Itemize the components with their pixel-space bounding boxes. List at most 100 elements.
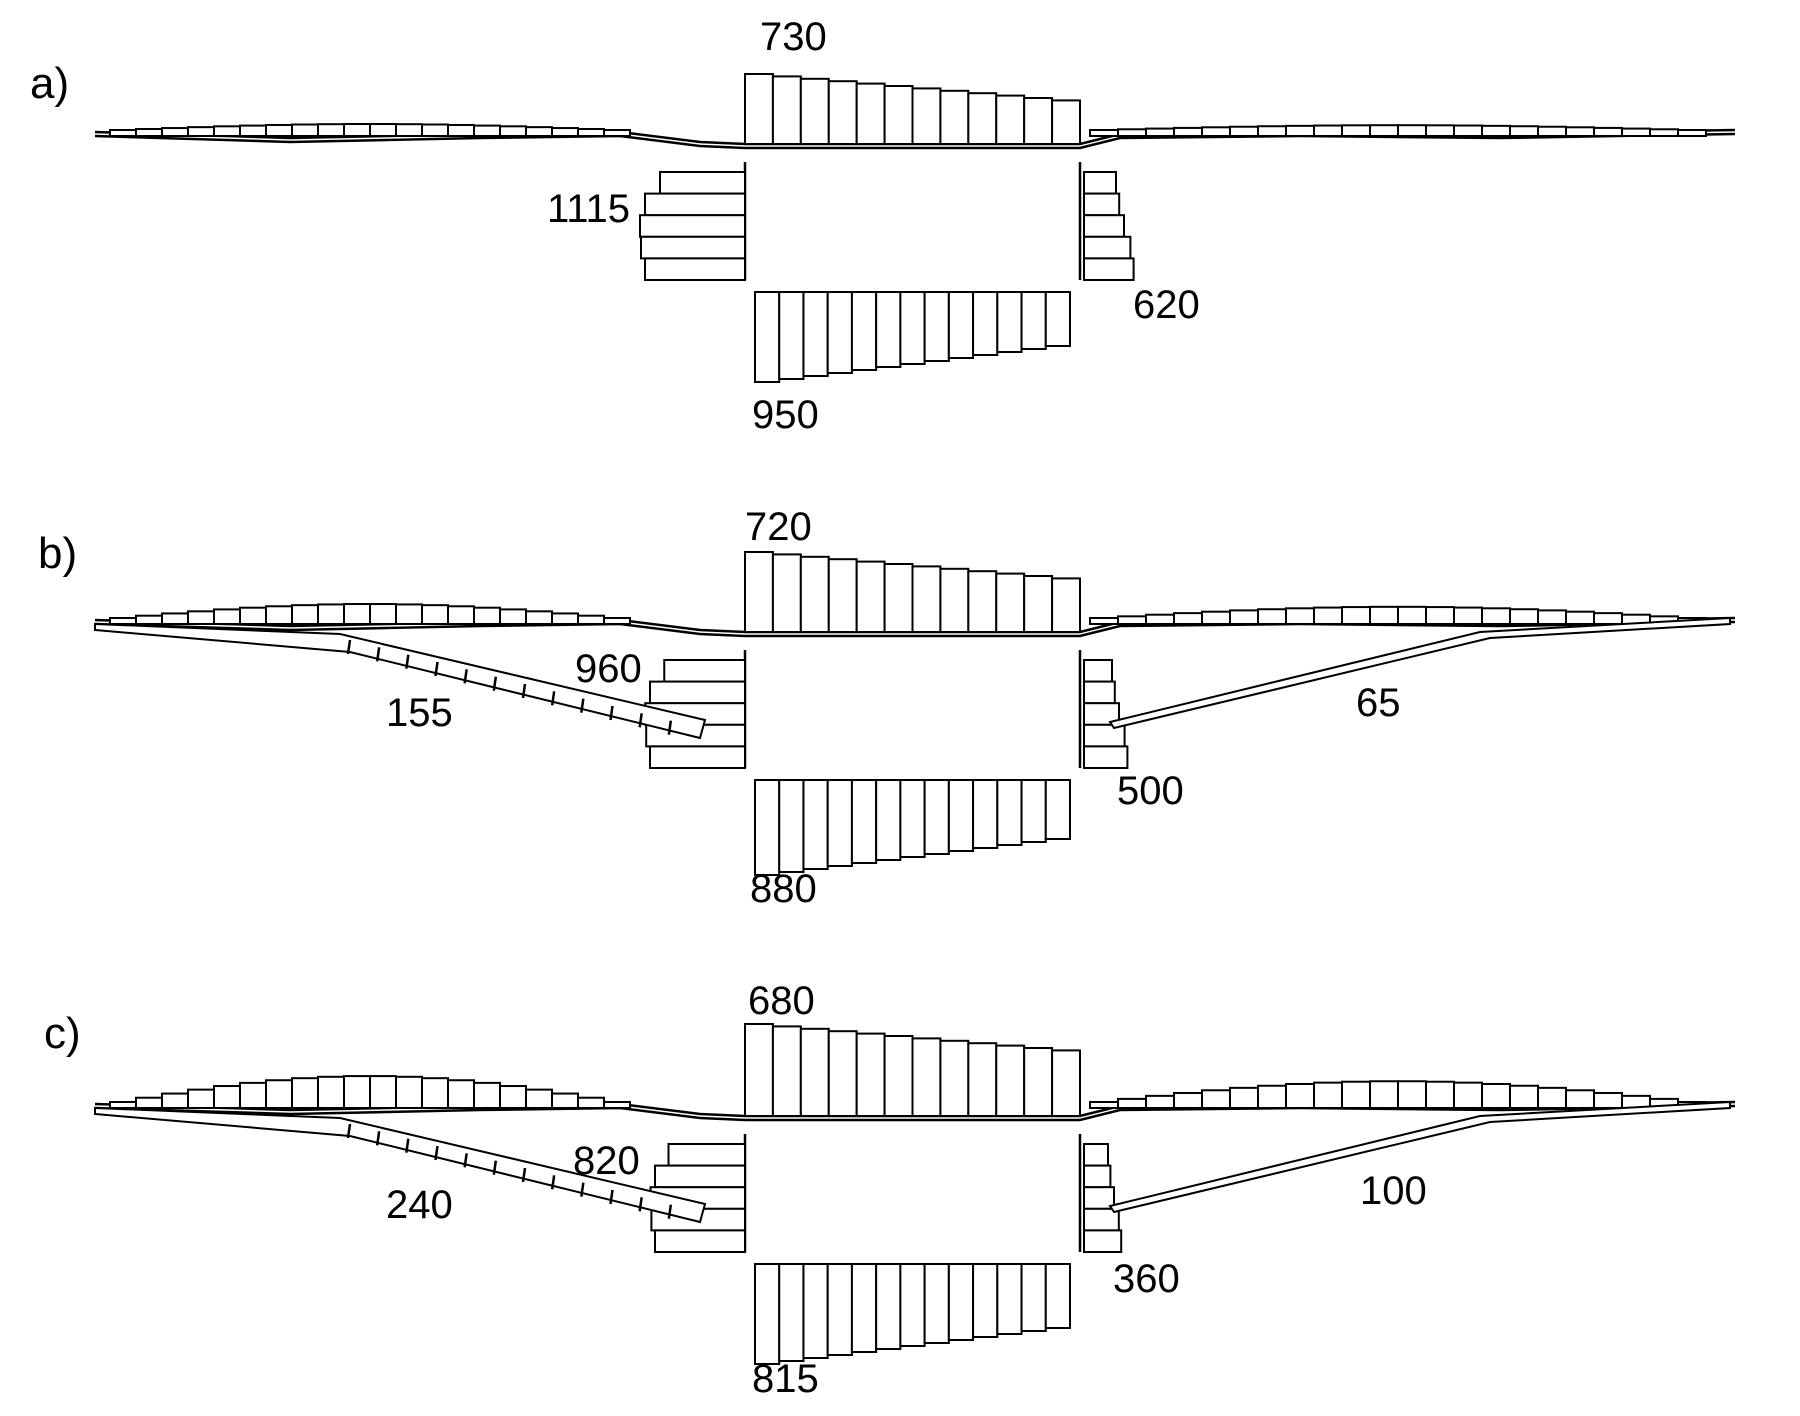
slab-top-bar: [827, 80, 858, 145]
value-wall-right: 620: [1133, 283, 1200, 327]
slab-top-bar: [1051, 99, 1082, 145]
profile-bar: [109, 129, 137, 137]
profile-bar: [369, 123, 397, 137]
strut-left-tick: [492, 1160, 498, 1175]
profile-bar: [1537, 1086, 1567, 1110]
profile-bar: [421, 1077, 449, 1110]
profile-bar: [109, 617, 137, 625]
profile-bar: [187, 1088, 215, 1109]
profile-bar: [603, 129, 631, 137]
slab-top-bar: [744, 73, 774, 145]
slab-bottom-bar: [754, 291, 781, 383]
slab-top-bar: [883, 85, 914, 145]
profile-bar: [1397, 605, 1427, 625]
strut-left-tick: [580, 1182, 585, 1197]
strut-left-tick: [667, 1204, 673, 1219]
profile-bar: [1089, 1101, 1119, 1109]
profile-bar: [239, 124, 267, 137]
slab-bottom-bar: [1044, 291, 1072, 347]
profile-bar: [265, 605, 293, 625]
profile-bar: [1593, 1091, 1623, 1110]
strut-left-tick: [375, 1131, 381, 1146]
wall-left-bar: [654, 1229, 746, 1254]
slab-top-bar: [827, 558, 858, 634]
slab-bottom-diagram: [754, 291, 1072, 383]
profile-bar: [1537, 125, 1567, 137]
profile-bar: [603, 1101, 631, 1109]
slab-top-bar: [939, 89, 970, 146]
strut-left-tick: [667, 720, 673, 735]
strut-left-tick: [638, 1197, 643, 1212]
strut-left-diagram: [94, 622, 707, 740]
slab-top-bar: [744, 1023, 774, 1117]
slab-top-bar: [1051, 1049, 1082, 1118]
profile-bar: [1201, 610, 1231, 625]
profile-bar: [265, 123, 293, 137]
slab-bottom-bar: [875, 779, 902, 861]
panel-c: c) 680 820 360 815 240 100: [44, 979, 1736, 1401]
profile-bar: [1369, 1080, 1399, 1110]
profile-bar: [1481, 1082, 1511, 1110]
profile-bar: [1397, 124, 1427, 138]
profile-bar: [447, 605, 475, 625]
profile-bar: [525, 126, 553, 138]
profile-bar: [1173, 1091, 1203, 1110]
profile-bar: [369, 603, 397, 625]
profile-bar: [1257, 608, 1287, 625]
strut-left-tick: [346, 639, 352, 655]
slab-top-bar: [1023, 97, 1054, 145]
profile-bar: [161, 127, 189, 138]
strut-left-tick: [521, 683, 527, 699]
slab-top-bar: [911, 87, 942, 145]
slab-top-bar: [995, 572, 1026, 633]
profile-bar: [265, 1079, 293, 1109]
wall-right-bar: [1083, 1229, 1123, 1254]
profile-bar: [1677, 129, 1707, 137]
value-wall-left: 820: [573, 1139, 640, 1183]
strut-left-tick: [580, 698, 585, 713]
value-wall-left: 960: [575, 647, 642, 691]
strut-left-tick: [463, 1153, 468, 1168]
profile-bar: [1145, 1094, 1175, 1110]
profile-bar: [1201, 1089, 1231, 1110]
profile-bar: [1509, 1084, 1539, 1110]
slab-top-bar: [967, 92, 998, 145]
profile-bar: [187, 610, 215, 625]
profile-bar: [1341, 124, 1371, 137]
slab-top-bar: [883, 1035, 914, 1117]
slab-top-bar: [771, 75, 802, 145]
strut-left-tick: [375, 647, 381, 662]
slab-bottom-bar: [996, 779, 1023, 846]
slab-top-bar: [855, 82, 886, 145]
slab-bottom-bar: [1020, 291, 1047, 350]
slab-top-bar: [771, 1025, 802, 1118]
slab-bottom-bar: [754, 1263, 781, 1365]
profile-bar: [577, 614, 605, 626]
profile-bar: [161, 1092, 189, 1110]
slab-top-diagram: [744, 551, 1082, 634]
slab-bottom-bar: [899, 1263, 926, 1347]
strut-left-tick: [521, 1167, 527, 1183]
slab-bottom-bar: [778, 291, 805, 380]
profile-bar: [291, 1077, 319, 1110]
slab-top-bar: [1023, 1047, 1054, 1117]
slab-top-bar: [799, 77, 830, 145]
profile-bar: [1509, 608, 1539, 625]
profile-bar: [473, 1081, 501, 1110]
wall-left-bar: [663, 659, 746, 683]
slab-top-bar: [1023, 575, 1054, 633]
profile-bar: [1257, 1084, 1287, 1110]
profile-bar: [473, 124, 501, 137]
slab-top-bar: [799, 555, 830, 633]
strut-right-band: [1108, 616, 1731, 730]
value-slab-bottom: 880: [750, 867, 817, 911]
profile-bar: [395, 1075, 423, 1109]
profile-bar: [577, 1096, 605, 1110]
profile-bar: [1173, 612, 1203, 626]
profile-bar: [525, 1088, 553, 1109]
profile-bar: [1201, 126, 1231, 138]
profile-bar: [317, 603, 345, 626]
value-wall-right: 500: [1117, 769, 1184, 813]
slab-top-bar: [1051, 577, 1082, 634]
value-strut-right: 65: [1356, 681, 1401, 725]
